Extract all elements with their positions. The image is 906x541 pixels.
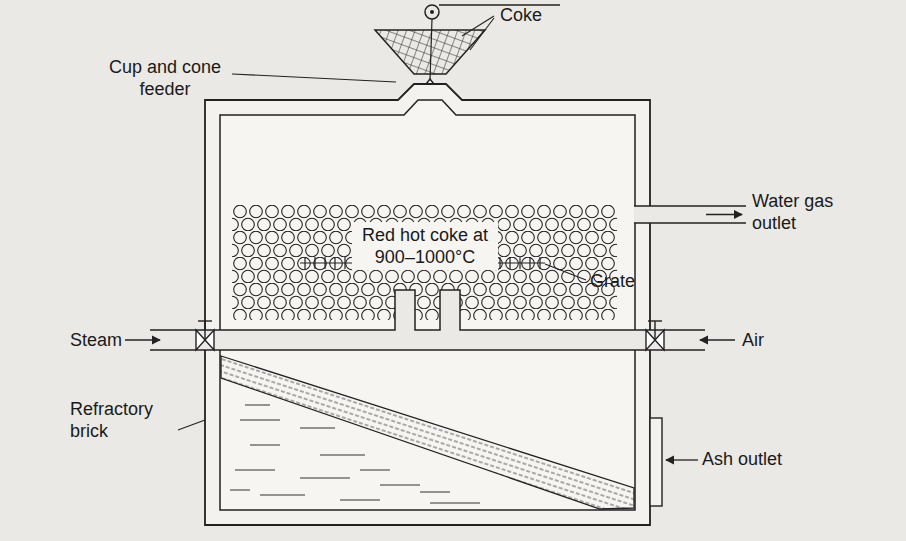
part-label: Air <box>742 329 764 351</box>
steam-air-pipe <box>125 290 735 350</box>
outer-wall <box>205 84 650 525</box>
part-label: Refractory brick <box>70 398 175 442</box>
leader-line <box>178 16 586 430</box>
inner-wall <box>220 100 635 510</box>
part-label: Grate <box>590 270 635 292</box>
part-label: Red hot coke at 900–1000°C <box>352 222 498 270</box>
part-label: Steam <box>70 329 122 351</box>
part-label: Cup and cone feeder <box>100 56 230 100</box>
part-label: Water gas outlet <box>752 190 852 234</box>
valve-symbol <box>196 321 664 350</box>
coke-bed <box>232 205 617 320</box>
feeder-hopper <box>375 30 485 74</box>
water-gas-outlet-pipe <box>634 206 746 223</box>
part-label: Ash outlet <box>702 448 782 470</box>
ash-chute <box>221 356 634 509</box>
part-label: Coke <box>500 4 542 26</box>
water <box>230 405 480 503</box>
ash-outlet-door <box>650 418 698 506</box>
